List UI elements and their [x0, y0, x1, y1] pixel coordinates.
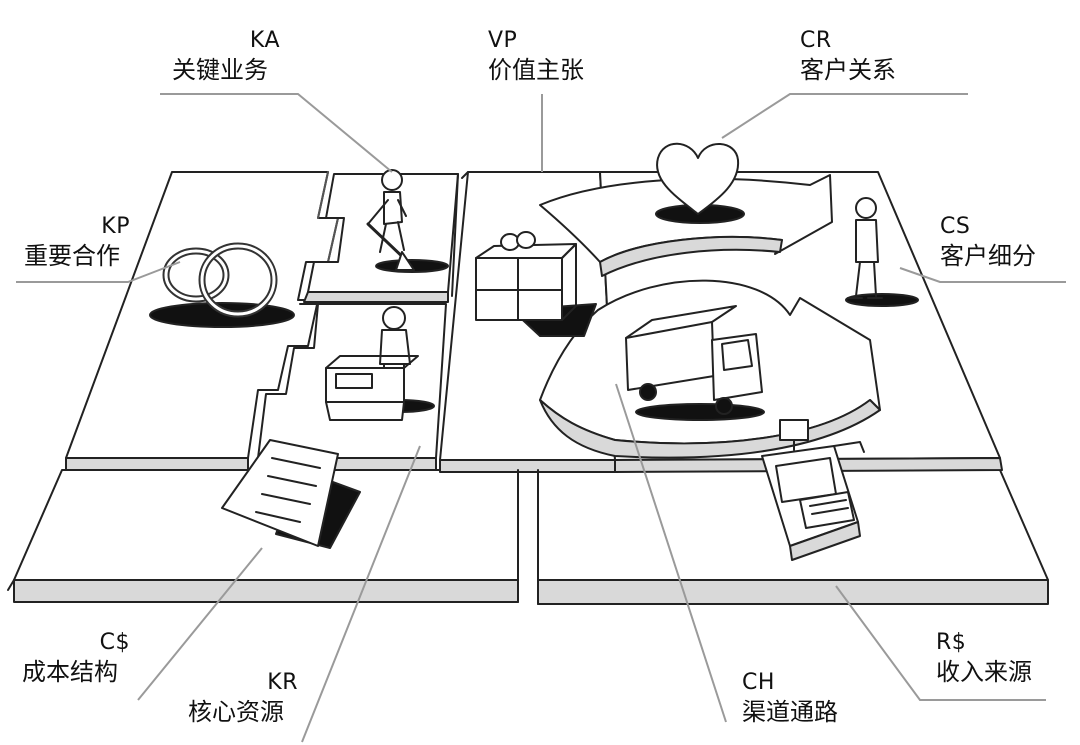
block-title: 客户细分 [940, 242, 1036, 270]
block-code: KR [267, 670, 298, 695]
delivery-truck-icon [625, 305, 765, 421]
leader-lines [16, 93, 1066, 743]
heart-icon [655, 142, 745, 224]
block-title: 渠道通路 [742, 698, 838, 726]
block-label-cost: C$ 成本结构 [22, 630, 130, 686]
block-title: 客户关系 [800, 56, 896, 84]
block-code: KP [101, 214, 130, 239]
block-title: 核心资源 [188, 698, 284, 726]
block-title: 收入来源 [936, 658, 1032, 686]
block-label-rev: R$ 收入来源 [936, 630, 1032, 686]
block-code: C$ [99, 630, 130, 655]
block-label-kr: KR 核心资源 [188, 670, 298, 726]
block-label-vp: VP 价值主张 [488, 28, 584, 84]
block-title: 价值主张 [488, 56, 584, 84]
block-label-kp: KP 重要合作 [24, 214, 130, 270]
block-code: CH [742, 670, 775, 695]
block-code: CR [800, 28, 832, 53]
block-code: R$ [936, 630, 967, 655]
block-label-ch: CH 渠道通路 [742, 670, 838, 726]
block-title: 成本结构 [22, 658, 118, 686]
shovel-worker-icon [366, 169, 449, 273]
block-label-ka: KA 关键业务 [172, 28, 280, 84]
customer-figure-icon [845, 197, 919, 307]
block-code: KA [249, 28, 280, 53]
worker-with-crate-icon [325, 306, 435, 421]
linked-rings-icon [149, 242, 295, 328]
block-label-cs: CS 客户细分 [940, 214, 1036, 270]
block-code: CS [940, 214, 971, 239]
document-invoice-icon [221, 439, 361, 549]
gift-box-icon [475, 231, 597, 337]
block-title: 重要合作 [24, 242, 120, 270]
block-title: 关键业务 [172, 56, 268, 84]
block-code: VP [488, 28, 518, 53]
block-label-cr: CR 客户关系 [800, 28, 896, 84]
cash-register-icon [761, 419, 865, 561]
